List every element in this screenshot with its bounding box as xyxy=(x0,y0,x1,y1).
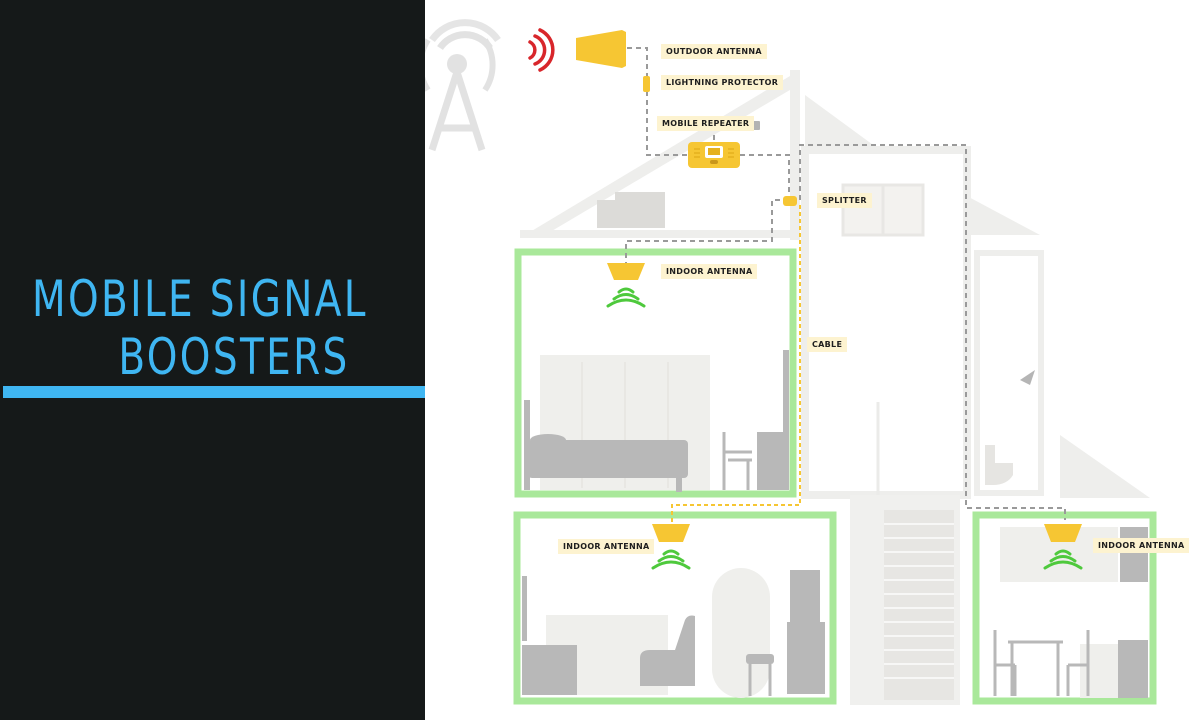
house-diagram: OUTDOOR ANTENNA LIGHTNING PROTECTOR MOBI… xyxy=(417,0,1200,720)
repeater-icon xyxy=(688,142,740,168)
house-diagram-svg xyxy=(417,19,1157,705)
coax-cable-yellow xyxy=(671,205,801,522)
label-cable: CABLE xyxy=(807,337,848,352)
label-indoor-antenna-lower-right: INDOOR ANTENNA xyxy=(1093,538,1190,553)
coax-cable-gray xyxy=(625,47,1066,520)
title-panel: MOBILE SIGNAL BOOSTERS xyxy=(0,0,425,720)
label-splitter: SPLITTER xyxy=(817,193,872,208)
accent-bar xyxy=(3,386,425,398)
roof-structure xyxy=(520,70,1150,498)
bathroom xyxy=(974,250,1044,496)
title-line-1: MOBILE SIGNAL xyxy=(32,270,368,328)
lightning-protector-icon xyxy=(643,76,650,92)
outdoor-antenna-icon xyxy=(576,30,626,68)
title-line-2: BOOSTERS xyxy=(118,328,350,386)
kitchen-room xyxy=(972,511,1157,705)
label-indoor-antenna-upper: INDOOR ANTENNA xyxy=(661,264,758,279)
attic-box-top xyxy=(615,192,665,202)
signal-waves-icon xyxy=(606,287,1083,570)
label-lightning-protector: LIGHTNING PROTECTOR xyxy=(661,75,784,90)
label-mobile-repeater: MOBILE REPEATER xyxy=(657,116,755,131)
bedroom-room xyxy=(514,248,797,498)
label-outdoor-antenna: OUTDOOR ANTENNA xyxy=(661,44,767,59)
indoor-antenna-icon xyxy=(607,263,1082,542)
label-indoor-antenna-lower-left: INDOOR ANTENNA xyxy=(558,539,655,554)
stairwell-structure xyxy=(801,146,971,705)
living-room xyxy=(513,511,837,705)
attic-box xyxy=(597,200,665,228)
outdoor-signal-waves-icon xyxy=(528,28,555,72)
splitter-icon xyxy=(783,196,797,206)
